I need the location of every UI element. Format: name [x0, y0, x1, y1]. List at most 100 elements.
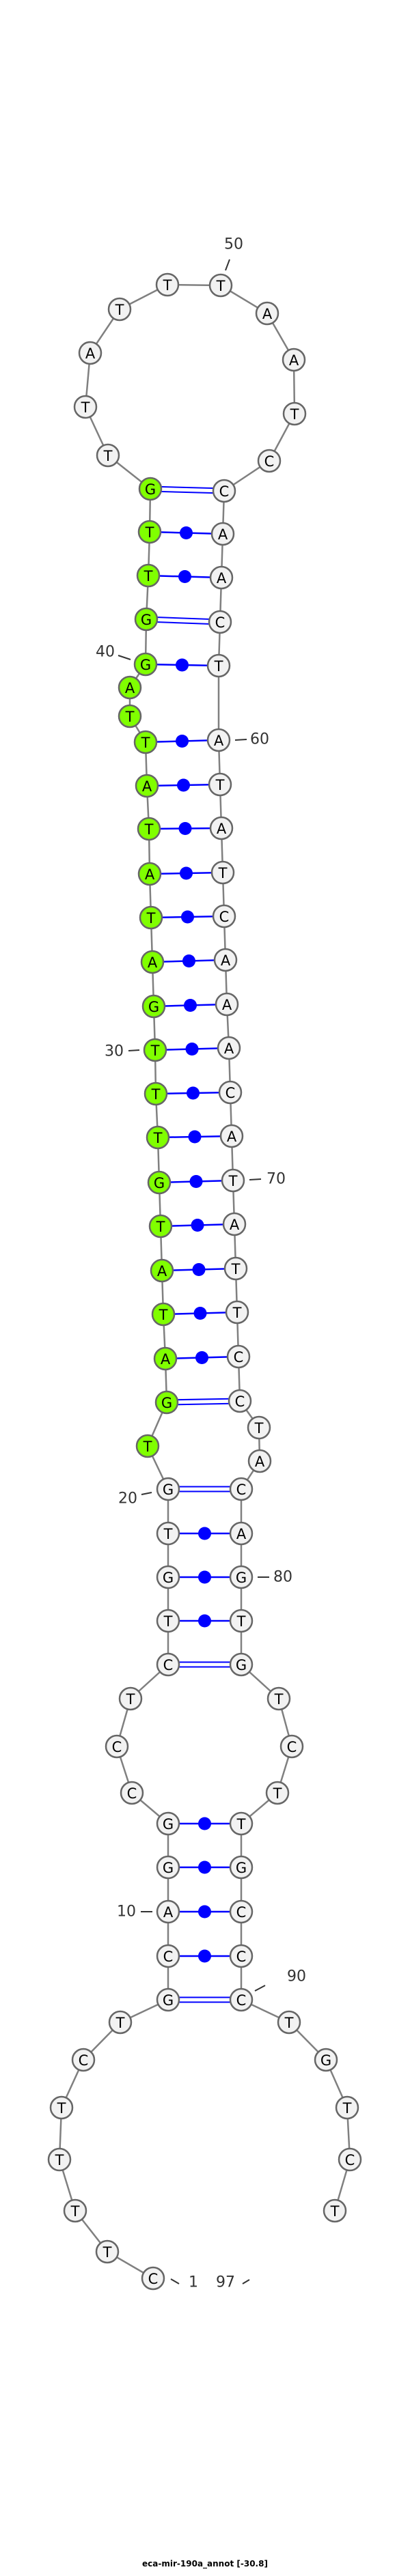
nucleotide-letter: T [153, 1130, 163, 1146]
nucleotide-letter: C [236, 1949, 247, 1965]
nucleotide-letter: T [125, 709, 135, 725]
position-label: 20 [118, 1490, 137, 1508]
nucleotide-node [136, 563, 161, 588]
pair-dot [178, 822, 192, 835]
nucleotide-node [118, 704, 142, 728]
nucleotide-letter: C [287, 1739, 297, 1755]
gc-pair-line [167, 1402, 241, 1406]
nucleotide-letter: T [151, 1086, 161, 1103]
nucleotide-letter: T [274, 1691, 284, 1708]
nucleotide-node [210, 860, 235, 885]
nucleotide-letter: A [217, 570, 227, 586]
nucleotide-node [134, 607, 159, 632]
nucleotide-node [265, 1781, 290, 1805]
position-tick [128, 1049, 140, 1051]
nucleotide-node [155, 272, 180, 297]
nucleotide-letter: A [157, 1263, 167, 1279]
nucleotide-letter: T [232, 1305, 242, 1321]
nucleotide-letter: A [218, 526, 228, 543]
nucleotide-letter: A [85, 345, 96, 362]
nucleotide-node [335, 2095, 359, 2120]
nucleotide-letter: A [221, 952, 231, 969]
position-label: 10 [117, 1903, 136, 1921]
nucleotide-node [229, 1652, 254, 1677]
nucleotide-node [219, 1124, 244, 1148]
nucleotide-node [118, 1686, 143, 1711]
nucleotide-node [156, 1477, 180, 1501]
gc-pair-line [146, 621, 220, 625]
nucleotide-node [229, 1565, 254, 1589]
nucleotide-letter: A [161, 1351, 171, 1368]
pair-dot [176, 735, 189, 748]
nucleotide-node [156, 1652, 180, 1677]
nucleotide-node [338, 2147, 362, 2172]
gc-pair-line [150, 490, 224, 494]
nucleotide-node [133, 652, 158, 677]
position-tick [254, 1985, 266, 1992]
position-label: 90 [287, 1968, 306, 1985]
pair-dot [198, 1905, 211, 1919]
position-label: 97 [216, 2274, 235, 2291]
nucleotide-letter: T [145, 524, 154, 541]
nucleotide-letter: T [236, 1816, 246, 1832]
nucleotide-letter: G [161, 1395, 172, 1411]
nucleotide-letter: T [236, 1613, 246, 1630]
nucleotide-node [206, 728, 231, 752]
nucleotide-node [222, 1212, 247, 1236]
nucleotide-node [156, 1855, 180, 1880]
nucleotide-letter: G [236, 1657, 247, 1673]
nucleotide-letter: T [342, 2100, 352, 2117]
nucleotide-letter: A [236, 1526, 247, 1542]
pair-dot [198, 1527, 211, 1540]
nucleotide-letter: T [57, 2100, 66, 2117]
nucleotide-letter: T [81, 399, 90, 416]
nucleotide-node [314, 2048, 338, 2072]
nucleotide-letter: C [163, 1949, 174, 1965]
nucleotide-letter: A [289, 352, 299, 369]
nucleotide-letter: T [290, 406, 299, 423]
nucleotide-letter: A [145, 866, 155, 883]
nucleotide-letter: C [148, 2271, 159, 2287]
nucleotide-letter: G [145, 481, 156, 498]
nucleotide-letter: T [115, 302, 124, 318]
nucleotide-node [150, 1258, 174, 1283]
nucleotide-node [139, 905, 163, 930]
position-label: 40 [96, 644, 115, 661]
nucleotide-letter: C [234, 1349, 244, 1365]
structure-caption: eca-mir-190a_annot [-30.8] [142, 2559, 268, 2568]
nucleotide-node [120, 1781, 144, 1805]
pair-dot [178, 570, 191, 583]
nucleotide-letter: A [217, 821, 227, 837]
nucleotide-node [156, 1521, 180, 1546]
nucleotide-letter: G [140, 657, 151, 673]
pair-dot [198, 1614, 211, 1628]
nucleotide-node [151, 1302, 176, 1327]
nucleotide-letter: A [230, 1217, 240, 1233]
nucleotide-letter: T [254, 1420, 264, 1436]
nucleotide-node [107, 297, 132, 322]
nucleotide-letter: G [163, 1816, 174, 1832]
nucleotide-node [105, 1734, 129, 1759]
nucleotide-letter: C [79, 2052, 89, 2069]
pair-dot [176, 658, 189, 672]
gc-pair-line [146, 616, 221, 621]
nucleotide-node [217, 1036, 241, 1060]
nucleotide-letter: G [163, 1570, 174, 1586]
nucleotide-letter: C [226, 1085, 236, 1101]
nucleotide-letter: G [163, 1992, 174, 2009]
nucleotide-node [137, 862, 162, 886]
nucleotide-node [208, 610, 232, 634]
nucleotide-letter: T [103, 448, 113, 464]
nucleotide-node [210, 522, 235, 546]
nucleotide-node [78, 341, 102, 365]
pair-dot [198, 1817, 211, 1830]
position-label: 60 [250, 731, 269, 748]
pair-dot [198, 1570, 211, 1584]
pair-dot [189, 1175, 203, 1188]
position-label: 50 [224, 236, 243, 253]
pair-dot [180, 526, 193, 539]
nucleotide-node [118, 675, 142, 700]
nucleotide-node [282, 348, 306, 372]
nucleotide-node [212, 479, 236, 503]
